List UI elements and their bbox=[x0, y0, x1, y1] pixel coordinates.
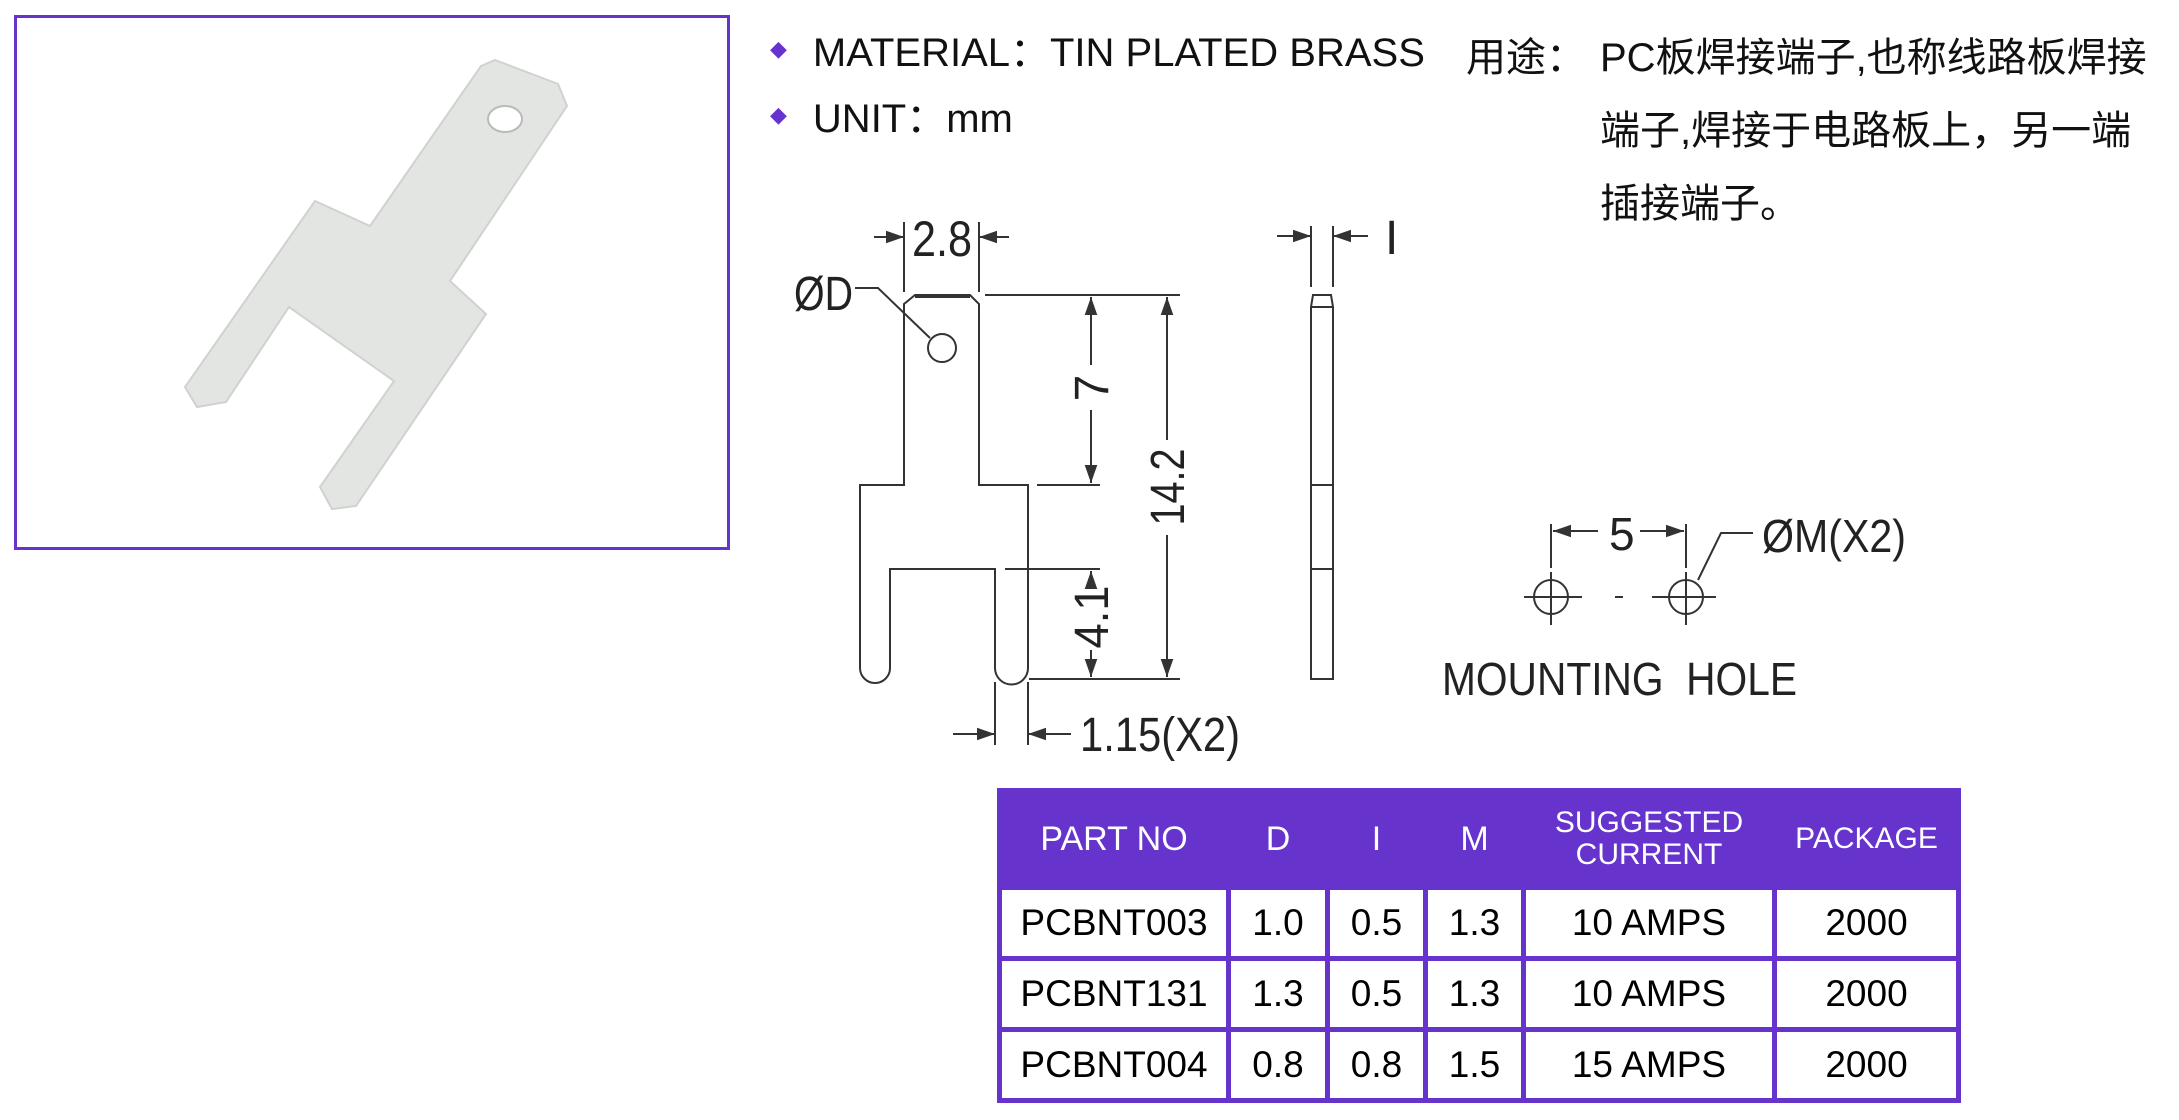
cell-i: 0.5 bbox=[1325, 885, 1428, 961]
pitch-dimension: 5 bbox=[1609, 508, 1635, 560]
cell-d: 0.8 bbox=[1226, 1027, 1330, 1103]
header-package: PACKAGE bbox=[1772, 788, 1961, 890]
table-row: PCBNT131 1.3 0.5 1.3 10 AMPS 2000 bbox=[997, 956, 1961, 1032]
diamond-bullet-icon: ◆ bbox=[770, 36, 787, 61]
mount-hole-label: ØM(X2) bbox=[1762, 510, 1906, 562]
cell-current: 15 AMPS bbox=[1521, 1027, 1777, 1103]
usage-label: 用途： bbox=[1466, 36, 1586, 80]
spec-unit: ◆ UNIT：mm bbox=[770, 86, 1013, 144]
mounting-hole-title: MOUNTING HOLE bbox=[1442, 653, 1797, 705]
product-photo bbox=[14, 15, 730, 550]
cell-m: 1.3 bbox=[1423, 956, 1526, 1032]
width-dimension: 2.8 bbox=[912, 211, 972, 267]
usage-line: PC板焊接端子,也称线路板焊接 bbox=[1600, 36, 2147, 80]
cell-m: 1.5 bbox=[1423, 1027, 1526, 1103]
cell-part-no: PCBNT131 bbox=[997, 956, 1231, 1032]
usage-line: 插接端子。 bbox=[1600, 182, 1800, 226]
hole-diameter-label: ØD bbox=[794, 268, 853, 321]
cell-part-no: PCBNT003 bbox=[997, 885, 1231, 961]
cell-package: 2000 bbox=[1772, 885, 1961, 961]
material-text: MATERIAL：TIN PLATED BRASS bbox=[812, 31, 1425, 75]
header-m: M bbox=[1423, 788, 1526, 890]
header-i: I bbox=[1325, 788, 1428, 890]
thickness-dimension: I bbox=[1385, 212, 1398, 265]
header-line: CURRENT bbox=[1575, 838, 1723, 871]
header-part-no: PART NO bbox=[997, 788, 1231, 890]
cell-current: 10 AMPS bbox=[1521, 885, 1777, 961]
usage-line: 端子,焊接于电路板上，另一端 bbox=[1600, 109, 2132, 153]
front-view bbox=[855, 222, 1180, 745]
cell-i: 0.8 bbox=[1325, 1027, 1428, 1103]
cell-d: 1.0 bbox=[1226, 885, 1330, 961]
diamond-bullet-icon: ◆ bbox=[770, 102, 787, 127]
unit-text: UNIT：mm bbox=[812, 97, 1013, 141]
mounting-hole-diagram bbox=[1524, 524, 1753, 625]
total-length-dimension: 14.2 bbox=[1142, 449, 1195, 526]
cell-part-no: PCBNT004 bbox=[997, 1027, 1231, 1103]
cell-d: 1.3 bbox=[1226, 956, 1330, 1032]
leg-width-dimension: 1.15(X2) bbox=[1080, 709, 1240, 762]
cell-package: 2000 bbox=[1772, 1027, 1961, 1103]
table-row: PCBNT003 1.0 0.5 1.3 10 AMPS 2000 bbox=[997, 885, 1961, 961]
side-view bbox=[1277, 226, 1368, 680]
leg-length-dimension: 4.1 bbox=[1066, 586, 1119, 649]
cell-m: 1.3 bbox=[1423, 885, 1526, 961]
terminal-photo bbox=[183, 58, 569, 511]
table-row: PCBNT004 0.8 0.8 1.5 15 AMPS 2000 bbox=[997, 1027, 1961, 1103]
tab-length-dimension: 7 bbox=[1066, 375, 1119, 402]
header-d: D bbox=[1226, 788, 1330, 890]
cell-i: 0.5 bbox=[1325, 956, 1428, 1032]
cell-current: 10 AMPS bbox=[1521, 956, 1777, 1032]
header-line: SUGGESTED bbox=[1554, 806, 1744, 839]
cell-package: 2000 bbox=[1772, 956, 1961, 1032]
photo-hole bbox=[487, 105, 523, 133]
hole-circle bbox=[927, 333, 957, 363]
spec-material: ◆ MATERIAL：TIN PLATED BRASS bbox=[770, 20, 1425, 78]
